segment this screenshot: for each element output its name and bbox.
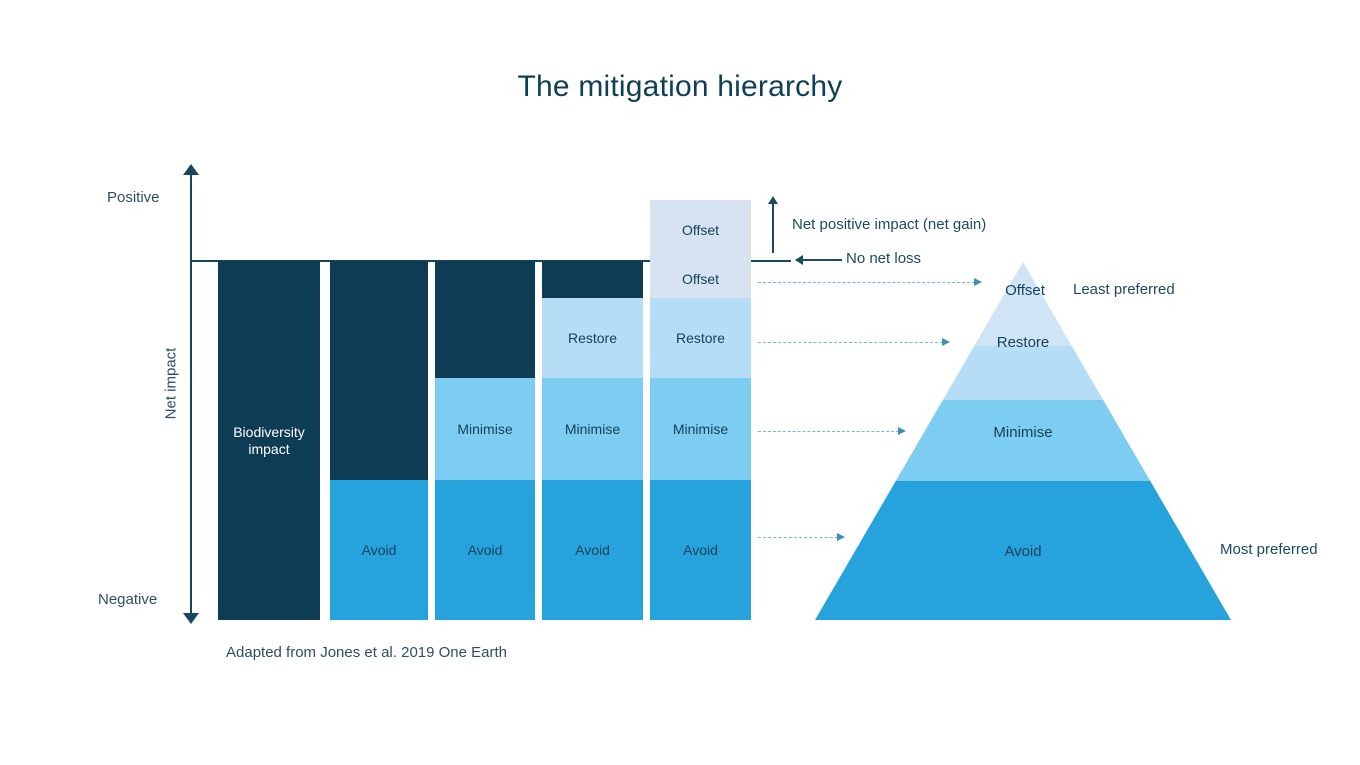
bar-3-segment-label: Minimise xyxy=(457,420,513,437)
annotation-net-positive-impact: Net positive impact (net gain) xyxy=(792,216,987,233)
page-title: The mitigation hierarchy xyxy=(517,70,843,103)
bar-5-segment-label: Minimise xyxy=(672,420,729,437)
bar-3-segment-segment-0 xyxy=(435,261,535,378)
bar-2-segment-avoid-1: Avoid xyxy=(330,480,428,620)
axis-arrow-up-icon xyxy=(183,164,199,175)
bar-3-segment-label: Avoid xyxy=(467,541,503,558)
bar-5-segment-offset-0: Offset xyxy=(650,200,751,261)
bar-5-segment-offset-1: Offset xyxy=(650,261,751,298)
bar-5-segment-label: Avoid xyxy=(683,541,718,558)
connector-restore xyxy=(758,338,950,347)
mitigation-pyramid: Offset Restore Minimise Avoid xyxy=(810,255,1240,627)
bar-4-segment-segment-0 xyxy=(542,261,643,298)
bar-3-segment-avoid-2: Avoid xyxy=(435,480,535,620)
pyramid-label-offset: Offset xyxy=(1005,282,1045,299)
label-most-preferred: Most preferred xyxy=(1220,541,1318,558)
bar-5-segment-avoid-4: Avoid xyxy=(650,480,751,620)
pyramid-label-minimise: Minimise xyxy=(993,424,1053,441)
bar-1-segment-biodiversity-impact-0: Biodiversity impact xyxy=(218,261,320,620)
annotation-no-net-loss: No net loss xyxy=(846,250,922,267)
bar-5-segment-label: Offset xyxy=(681,222,720,239)
axis-label-negative: Negative xyxy=(98,591,158,608)
connector-minimise xyxy=(758,427,906,436)
connector-offset xyxy=(758,278,982,287)
bar-4-segment-minimise-2: Minimise xyxy=(542,378,643,480)
source-caption: Adapted from Jones et al. 2019 One Earth xyxy=(226,644,508,661)
axis-arrow-down-icon xyxy=(183,613,199,624)
bar-4-segment-label: Restore xyxy=(567,329,618,346)
axis-label-net-impact: Net impact xyxy=(162,347,180,420)
pyramid-label-restore: Restore xyxy=(996,334,1050,351)
pyramid-tier-offset xyxy=(815,262,1231,346)
bar-4-segment-label: Avoid xyxy=(575,541,610,558)
bar-5-segment-minimise-3: Minimise xyxy=(650,378,751,480)
bar-2-segment-label: Avoid xyxy=(361,541,397,558)
bar-1-segment-label: Biodiversity impact xyxy=(233,424,305,457)
no-net-loss-arrow-icon xyxy=(795,255,842,264)
bar-5-segment-label: Restore xyxy=(675,329,726,346)
net-gain-arrow-icon xyxy=(768,196,777,253)
zero-reference-line xyxy=(191,260,791,262)
axis-label-positive: Positive xyxy=(107,189,160,206)
pyramid-tier-restore xyxy=(815,346,1231,400)
bar-2: Avoid xyxy=(330,0,428,765)
bar-2-segment-segment-0 xyxy=(330,261,428,480)
bar-5-segment-restore-2: Restore xyxy=(650,298,751,378)
label-least-preferred: Least preferred xyxy=(1073,281,1175,298)
bar-3-segment-minimise-1: Minimise xyxy=(435,378,535,480)
y-axis-line xyxy=(190,172,192,622)
pyramid-tier-avoid xyxy=(815,481,1231,620)
bar-4-segment-restore-1: Restore xyxy=(542,298,643,378)
bar-5-segment-label: Offset xyxy=(681,271,720,288)
bar-1: Biodiversity impact xyxy=(218,0,320,765)
connector-avoid xyxy=(758,533,845,542)
pyramid-label-avoid: Avoid xyxy=(1004,543,1042,560)
bar-4-segment-avoid-3: Avoid xyxy=(542,480,643,620)
pyramid-svg xyxy=(815,262,1231,620)
bar-4-segment-label: Minimise xyxy=(564,420,621,437)
